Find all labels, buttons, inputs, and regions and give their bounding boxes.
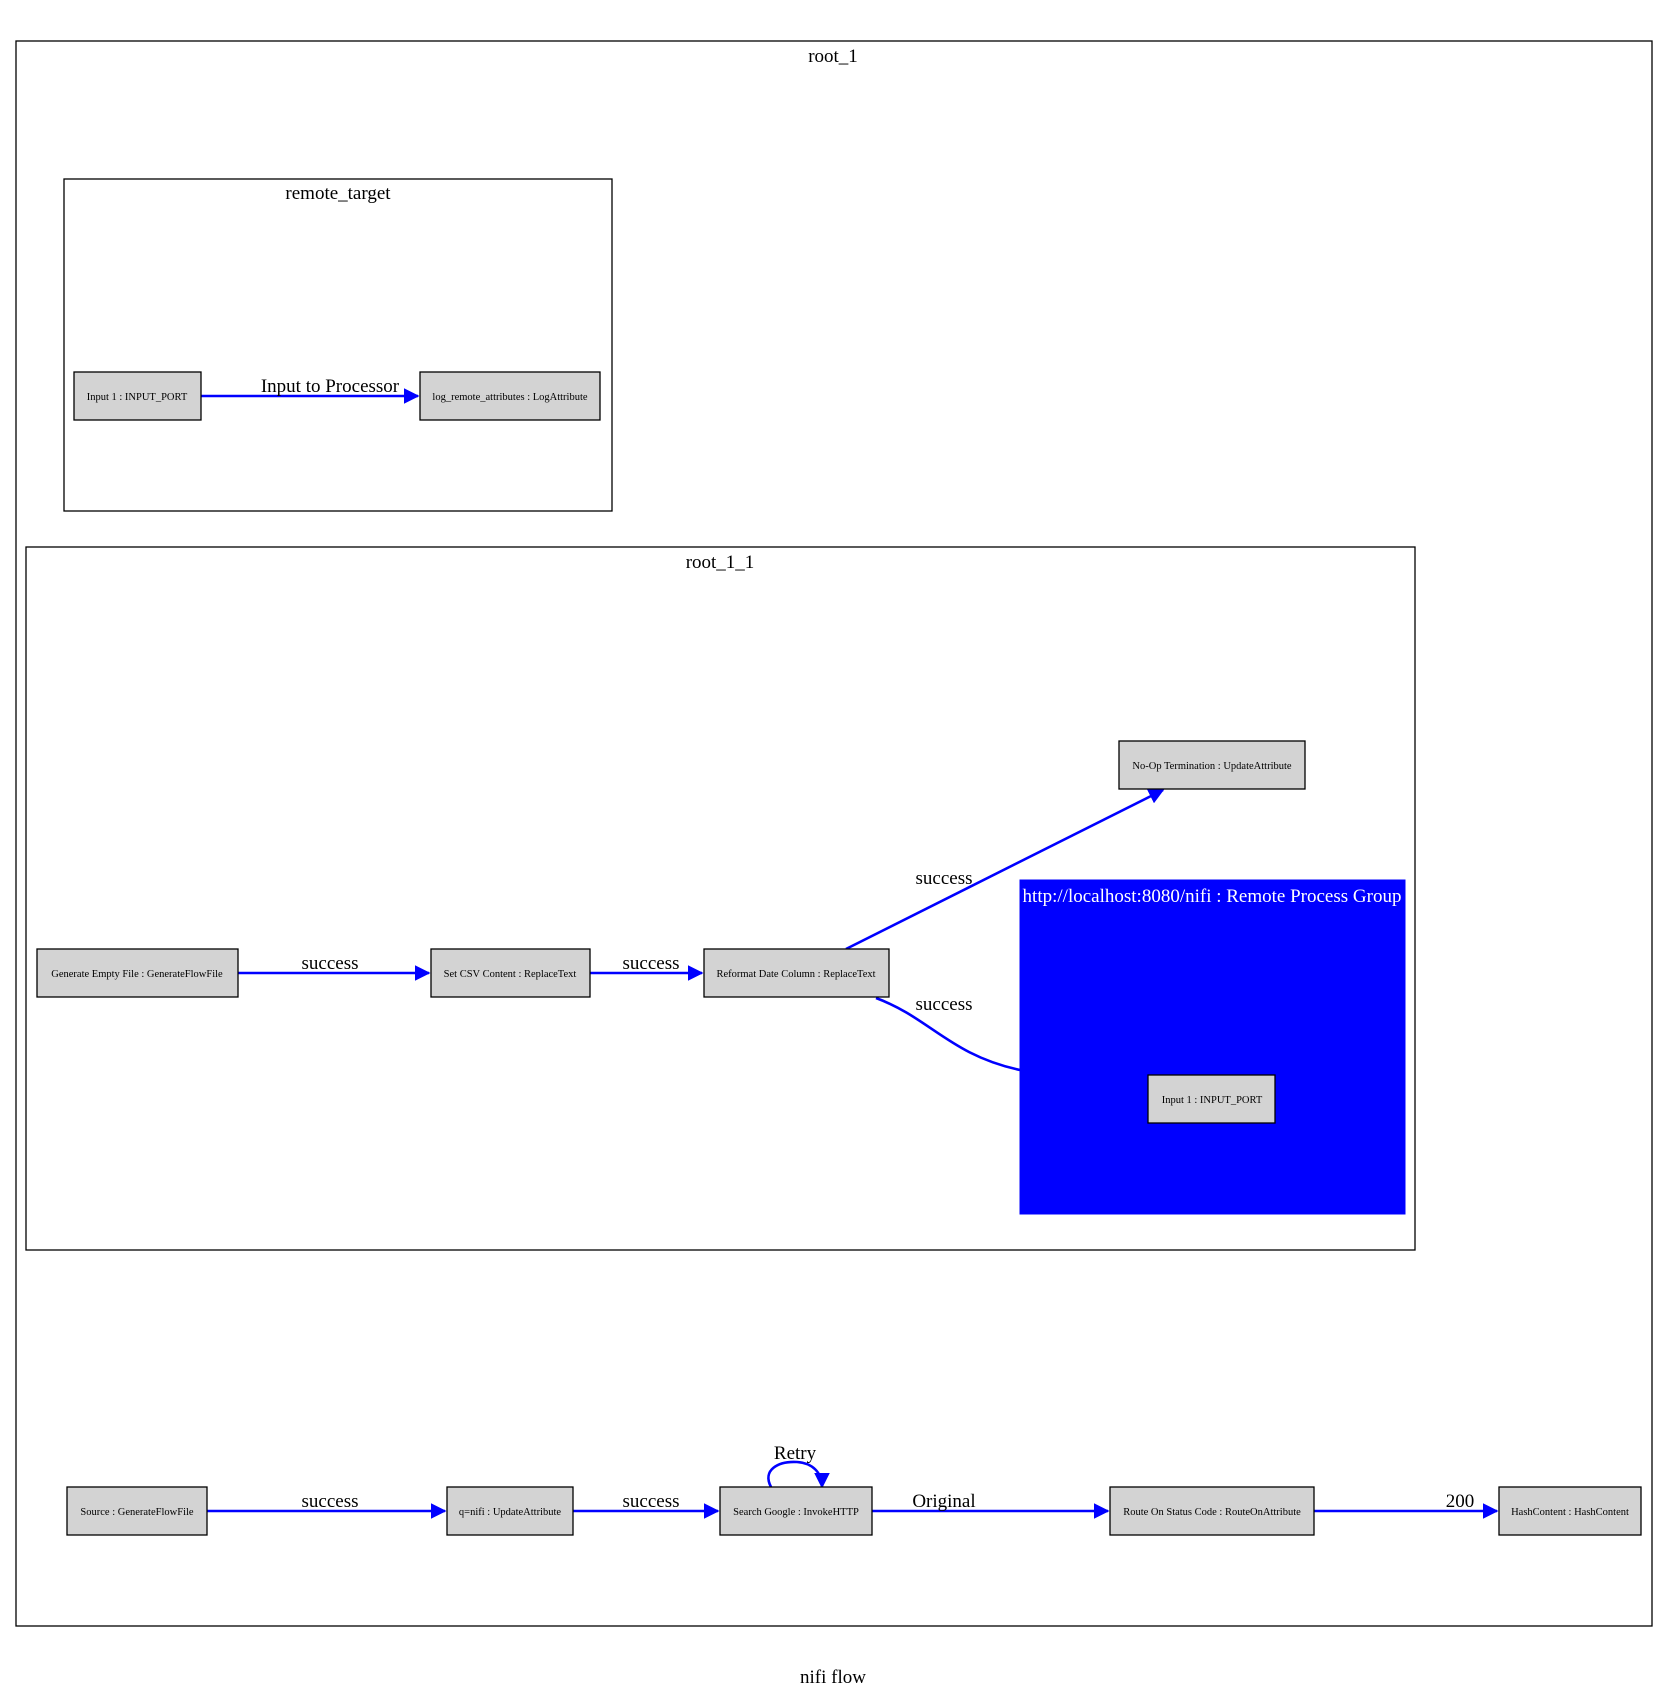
node-rpg-input: Input 1 : INPUT_PORT bbox=[1147, 1074, 1276, 1124]
node-route: Route On Status Code : RouteOnAttribute bbox=[1109, 1486, 1315, 1536]
node-source-label: Source : GenerateFlowFile bbox=[80, 1507, 193, 1518]
edge-label-gen-to-csv: success bbox=[302, 953, 359, 974]
node-rt-log-label: log_remote_attributes : LogAttribute bbox=[432, 392, 587, 403]
cluster-remote-process-group: http://localhost:8080/nifi : Remote Proc… bbox=[1019, 879, 1406, 1215]
node-set-csv-label: Set CSV Content : ReplaceText bbox=[444, 969, 577, 980]
node-rpg-input-label: Input 1 : INPUT_PORT bbox=[1162, 1095, 1263, 1106]
cluster-root-1-1: root_1_1 bbox=[25, 546, 1416, 1251]
node-source: Source : GenerateFlowFile bbox=[66, 1486, 208, 1536]
node-qnifi: q=nifi : UpdateAttribute bbox=[446, 1486, 574, 1536]
cluster-root: root_1 bbox=[15, 40, 1653, 1627]
edge-reformat-to-rpg-inner bbox=[1019, 1068, 1149, 1098]
edge-label-reformat-to-noop: success bbox=[916, 868, 973, 889]
node-qnifi-label: q=nifi : UpdateAttribute bbox=[459, 1507, 561, 1518]
edge-reformat-to-rpg bbox=[875, 996, 1021, 1072]
cluster-root-title: root_1 bbox=[808, 46, 858, 67]
cluster-remote-target-title: remote_target bbox=[285, 183, 391, 204]
node-reformat-label: Reformat Date Column : ReplaceText bbox=[716, 969, 875, 980]
node-hash-label: HashContent : HashContent bbox=[1511, 1507, 1629, 1518]
edge-label-csv-to-reformat: success bbox=[623, 953, 680, 974]
node-rt-input-label: Input 1 : INPUT_PORT bbox=[87, 392, 188, 403]
node-rt-input: Input 1 : INPUT_PORT bbox=[73, 371, 202, 421]
edge-label-source-to-qnifi: success bbox=[302, 1491, 359, 1512]
node-noop: No-Op Termination : UpdateAttribute bbox=[1118, 740, 1306, 790]
node-search-label: Search Google : InvokeHTTP bbox=[733, 1507, 859, 1518]
node-route-label: Route On Status Code : RouteOnAttribute bbox=[1123, 1507, 1301, 1518]
cluster-remote-target: remote_target bbox=[63, 178, 613, 512]
edge-label-search-to-route: Original bbox=[912, 1491, 975, 1512]
cluster-root-1-1-title: root_1_1 bbox=[686, 552, 755, 573]
node-reformat: Reformat Date Column : ReplaceText bbox=[703, 948, 890, 998]
node-set-csv: Set CSV Content : ReplaceText bbox=[430, 948, 591, 998]
node-rt-log: log_remote_attributes : LogAttribute bbox=[419, 371, 601, 421]
node-gen-empty-label: Generate Empty File : GenerateFlowFile bbox=[51, 969, 223, 980]
node-hash: HashContent : HashContent bbox=[1498, 1486, 1642, 1536]
cluster-remote-process-group-title: http://localhost:8080/nifi : Remote Proc… bbox=[1023, 886, 1402, 907]
edge-reformat-to-noop bbox=[845, 788, 1165, 951]
edge-search-retry bbox=[767, 1460, 830, 1489]
node-noop-label: No-Op Termination : UpdateAttribute bbox=[1132, 761, 1292, 772]
edge-label-qnifi-to-search: success bbox=[623, 1491, 680, 1512]
graph-label: nifi flow bbox=[800, 1667, 866, 1688]
edges: Input to Processor success success succe… bbox=[201, 376, 1499, 1519]
node-search: Search Google : InvokeHTTP bbox=[719, 1486, 873, 1536]
edge-label-route-to-hash: 200 bbox=[1446, 1491, 1475, 1512]
edge-label-search-retry: Retry bbox=[774, 1443, 817, 1464]
edge-label-input-to-processor: Input to Processor bbox=[261, 376, 400, 397]
edge-label-reformat-to-rpg: success bbox=[916, 994, 973, 1015]
node-gen-empty: Generate Empty File : GenerateFlowFile bbox=[36, 948, 239, 998]
